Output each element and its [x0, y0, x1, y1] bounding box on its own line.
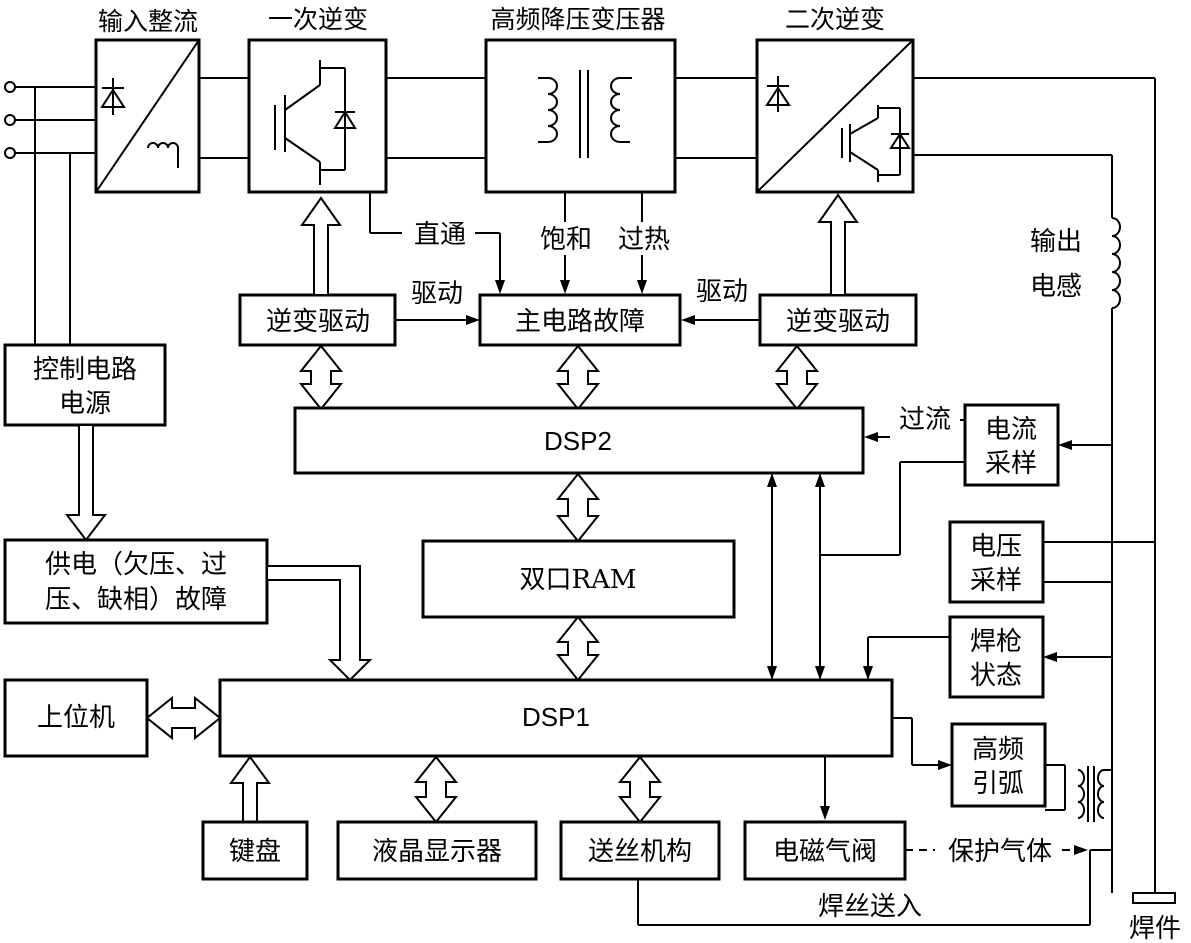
main-fault-label: 主电路故障: [515, 307, 645, 337]
igbt-icon: [274, 60, 357, 185]
hollow-arrow-up: [229, 755, 271, 823]
torch-status-label-1: 焊枪: [970, 627, 1022, 657]
inductor-icon: [147, 142, 179, 168]
dsp1-block: [218, 678, 894, 758]
transformer-title: 高频降压变压器: [490, 5, 665, 34]
dsp1-label: DSP1: [522, 702, 590, 732]
signal-shoot-through: 直通: [414, 220, 466, 250]
diode-icon: [100, 78, 126, 115]
workpiece-label: 焊件: [1129, 914, 1181, 943]
gas-and-wire-paths: [637, 845, 1112, 926]
supply-fault-label-2: 压、缺相）故障: [45, 585, 227, 615]
hollow-bent-arrow: [266, 565, 373, 682]
current-sampling-label-2: 采样: [985, 449, 1037, 479]
hf-arc-label-1: 高频: [972, 735, 1024, 765]
keyboard-block: [201, 820, 309, 881]
torch-status-block: [948, 615, 1045, 699]
host-pc-label: 上位机: [37, 703, 115, 733]
signal-drive-right: 驱动: [696, 277, 748, 307]
signal-overcurrent: 过流: [899, 405, 951, 435]
hollow-arrow-up: [817, 193, 859, 296]
signal-wire-feed-in: 焊丝送入: [818, 892, 922, 922]
supply-fault-block: [3, 538, 269, 625]
dsp2-block: [293, 406, 865, 475]
primary-inverter-block: [247, 38, 388, 194]
input-terminals: [4, 81, 96, 345]
solenoid-valve-block: [743, 820, 907, 881]
signal-saturation: 饱和: [540, 225, 592, 255]
signal-drive-left: 驱动: [411, 279, 463, 309]
transformer-block: [484, 38, 677, 194]
igbt-icon: [841, 105, 911, 182]
torch-status-label-2: 状态: [970, 661, 1022, 691]
wire-feeder-block: [559, 820, 721, 881]
signal-overheat: 过热: [618, 225, 670, 255]
main-fault-block: [478, 293, 682, 347]
dsp2-label: DSP2: [544, 426, 612, 456]
control-power-label-2: 电源: [59, 389, 111, 419]
diode-icon: [765, 76, 791, 112]
hf-arc-label-2: 引弧: [972, 769, 1024, 799]
output-inductor-label-2: 电感: [1030, 272, 1082, 302]
inverter1-title: 一次逆变: [268, 5, 368, 34]
secondary-inverter-block: [755, 38, 915, 194]
inverter-drive-left-label: 逆变驱动: [266, 307, 370, 337]
dsp-link-arrows: [767, 473, 825, 680]
inverter-drive-right: [758, 293, 918, 347]
supply-fault-label-1: 供电（欠压、过: [45, 550, 227, 580]
voltage-sampling-block: [948, 520, 1045, 604]
hollow-double-arrow: [298, 344, 344, 411]
inverter2-title: 二次逆变: [785, 5, 885, 34]
solenoid-valve-label: 电磁气阀: [773, 837, 877, 867]
fault-signals: [369, 192, 760, 325]
hollow-arrow-down: [64, 424, 108, 542]
wire-feeder-label: 送丝机构: [588, 837, 692, 867]
hollow-double-arrow: [555, 615, 601, 682]
signal-shield-gas: 保护气体: [948, 837, 1052, 867]
output-inductor-label-1: 输出: [1030, 227, 1082, 257]
hf-coupling-coil-icon: [1077, 769, 1085, 819]
output-wiring: [913, 77, 1176, 904]
lcd-block: [336, 820, 538, 881]
dual-ram-label: 双口RAM: [520, 565, 637, 595]
control-power-label-1: 控制电路: [33, 355, 137, 385]
output-inductor-icon: [1111, 217, 1121, 309]
hollow-double-arrow: [555, 472, 601, 543]
hollow-double-arrow: [555, 344, 601, 411]
lcd-label: 液晶显示器: [372, 837, 502, 867]
current-sampling-label-1: 电流: [985, 415, 1037, 445]
current-sampling-block: [963, 403, 1060, 487]
workpiece-icon: [1132, 892, 1176, 904]
hollow-double-arrow: [617, 755, 663, 824]
sensor-wiring: [820, 419, 1155, 822]
hollow-double-arrow: [774, 344, 820, 411]
dual-ram-block: [421, 539, 736, 619]
voltage-sampling-label-2: 采样: [970, 566, 1022, 596]
keyboard-label: 键盘: [229, 837, 281, 867]
hollow-double-arrow-horizontal: [145, 695, 222, 741]
inverter-drive-right-label: 逆变驱动: [786, 307, 890, 337]
hollow-arrow-up: [300, 196, 342, 296]
rectifier-title: 输入整流: [98, 7, 198, 36]
transformer-icon: [538, 70, 632, 158]
voltage-sampling-label-1: 电压: [970, 532, 1022, 562]
inverter-drive-left: [238, 293, 397, 347]
rectifier-block: [94, 38, 201, 194]
hollow-double-arrow: [413, 755, 459, 824]
